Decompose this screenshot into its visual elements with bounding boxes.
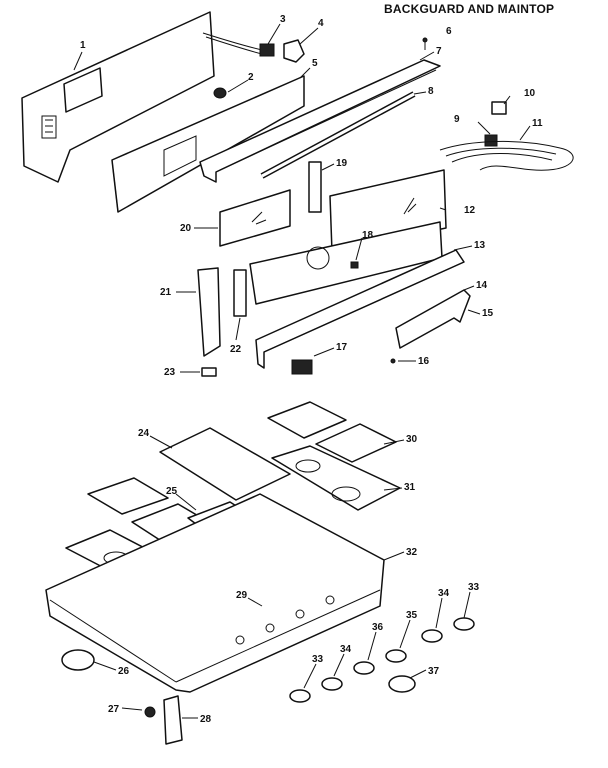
part-17-switch (291, 359, 313, 375)
callout-32: 32 (406, 547, 418, 558)
callout-9: 9 (454, 114, 460, 125)
part-19-spacer (308, 161, 322, 213)
callout-19: 19 (336, 158, 348, 169)
callout-33-left: 33 (312, 654, 324, 665)
callout-13: 13 (474, 240, 486, 251)
part-16-screw (390, 358, 396, 364)
callout-30: 30 (406, 434, 418, 445)
callout-34-right: 34 (438, 588, 450, 599)
part-27-base (144, 706, 156, 718)
part-21-bracket (197, 267, 221, 357)
callout-14: 14 (476, 280, 488, 291)
callout-labels: 1 2 3 4 5 6 7 8 9 10 11 12 13 14 15 16 1… (80, 14, 543, 725)
part-32-maintop (45, 493, 385, 693)
part-9-10-11-switch-and-cord (439, 101, 574, 171)
callout-2: 2 (248, 72, 254, 83)
callout-28: 28 (200, 714, 212, 725)
part-23-clip (201, 367, 217, 377)
callout-23: 23 (164, 367, 176, 378)
callout-17: 17 (336, 342, 348, 353)
callout-3: 3 (280, 14, 286, 25)
part-8-tube (260, 91, 416, 179)
part-7-trim (199, 59, 441, 183)
callout-26: 26 (118, 666, 130, 677)
callout-4: 4 (318, 18, 324, 29)
part-24-cover (159, 427, 291, 501)
part-4-bracket (283, 39, 305, 63)
part-26-cup (61, 649, 95, 671)
leader-lines (73, 23, 531, 719)
part-5-front-panel (111, 75, 305, 213)
callout-22: 22 (230, 344, 242, 355)
parts-33-37-knobs (289, 617, 475, 703)
part-31-tray (271, 445, 401, 511)
callout-18: 18 (362, 230, 374, 241)
part-3-harness (202, 32, 275, 57)
callout-27: 27 (108, 704, 120, 715)
callout-25: 25 (166, 486, 178, 497)
callout-24: 24 (138, 428, 150, 439)
diagram-title: BACKGUARD AND MAINTOP (384, 2, 555, 16)
callout-1: 1 (80, 40, 86, 51)
callout-10: 10 (524, 88, 536, 99)
callout-20: 20 (180, 223, 192, 234)
callout-8: 8 (428, 86, 434, 97)
callout-12: 12 (464, 205, 476, 216)
part-22-spacer (233, 269, 247, 317)
callout-34-left: 34 (340, 644, 352, 655)
part-14-15-trim (395, 289, 471, 349)
callout-37: 37 (428, 666, 440, 677)
callout-15: 15 (482, 308, 494, 319)
callout-35: 35 (406, 610, 418, 621)
callout-29: 29 (236, 590, 248, 601)
callout-21: 21 (160, 287, 172, 298)
callout-36: 36 (372, 622, 384, 633)
callout-5: 5 (312, 58, 318, 69)
part-28-wedge (163, 695, 183, 745)
callout-7: 7 (436, 46, 442, 57)
callout-33-right: 33 (468, 582, 480, 593)
callout-6: 6 (446, 26, 452, 37)
callout-16: 16 (418, 356, 430, 367)
part-1-rear-panel (21, 11, 215, 183)
callout-11: 11 (532, 118, 543, 129)
part-2-grommet (213, 87, 227, 99)
part-20-glass (219, 189, 291, 247)
callout-31: 31 (404, 482, 416, 493)
part-6-screw (422, 37, 428, 50)
